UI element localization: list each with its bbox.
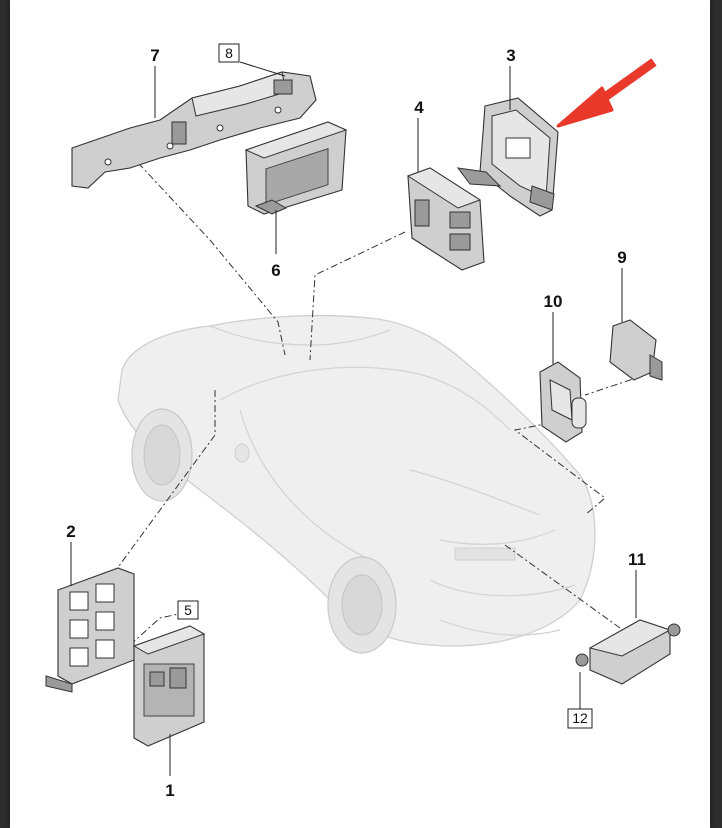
part-7-bracket xyxy=(71,71,317,189)
part-2-frame xyxy=(45,567,135,693)
part-9-sensor xyxy=(609,319,663,381)
callout-6: 6 xyxy=(271,261,280,280)
part-3-bracket xyxy=(456,97,559,217)
callout-2: 2 xyxy=(66,522,75,541)
parts-diagram: 7 8 3 4 6 9 10 2 5 1 11 12 xyxy=(45,43,681,800)
part-6-control-unit xyxy=(244,121,348,215)
leader-lines xyxy=(70,61,637,776)
callout-7: 7 xyxy=(150,46,159,65)
diagram-page: 7 8 3 4 6 9 10 2 5 1 11 12 xyxy=(10,0,710,828)
callout-8-box xyxy=(218,43,240,63)
relation-lines xyxy=(104,151,661,646)
callout-3: 3 xyxy=(506,46,515,65)
part-10-holder xyxy=(539,361,587,443)
callout-1: 1 xyxy=(165,781,174,800)
callout-9: 9 xyxy=(617,248,626,267)
highlight-arrow xyxy=(556,58,657,128)
part-1-control-unit xyxy=(132,625,206,747)
callout-labels: 7 8 3 4 6 9 10 2 5 1 11 12 xyxy=(66,43,646,800)
callout-10: 10 xyxy=(544,292,563,311)
car-silhouette xyxy=(117,314,596,654)
callout-4: 4 xyxy=(414,98,424,117)
callout-5-box xyxy=(177,600,199,620)
part-4-module xyxy=(406,167,485,271)
callout-12-box xyxy=(567,708,593,729)
callout-8: 8 xyxy=(225,45,233,61)
callout-12: 12 xyxy=(572,710,588,726)
part-11-module xyxy=(575,619,681,685)
callout-5: 5 xyxy=(184,602,192,618)
callout-11: 11 xyxy=(628,550,646,569)
